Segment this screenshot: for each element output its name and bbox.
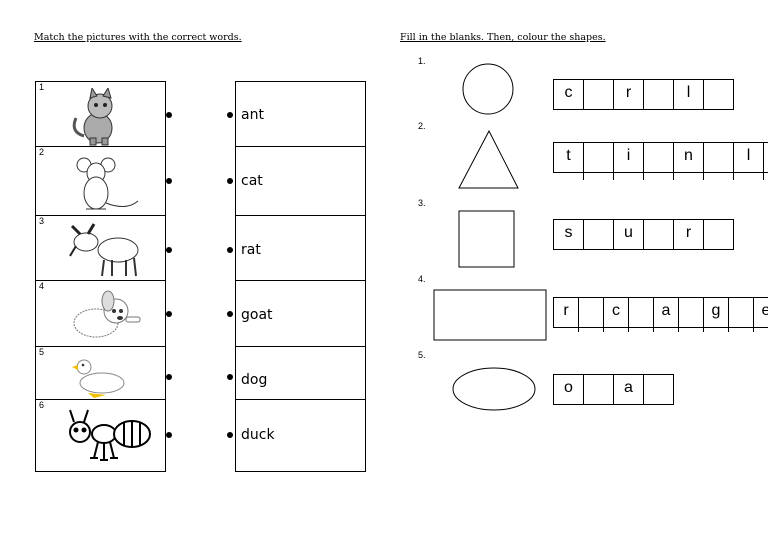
letter-cell: l [674, 80, 704, 109]
goat-icon [69, 223, 139, 277]
question-number-2: 2. [418, 121, 426, 131]
question-number-1: 1. [418, 56, 426, 66]
letter-cell: e [754, 298, 768, 332]
letter-cell: u [614, 220, 644, 249]
letter-cell [679, 298, 704, 332]
letter-cell: i [614, 143, 644, 180]
match-dot-left-4 [166, 311, 172, 317]
circle-shape [462, 63, 514, 115]
letter-cell: s [554, 220, 584, 249]
letter-cell [644, 375, 674, 404]
letter-cell: t [554, 143, 584, 180]
letter-cell [584, 143, 614, 180]
question-number-4: 4. [418, 274, 426, 284]
picture-box-6: 6 [35, 399, 166, 472]
letter-cell [704, 143, 734, 180]
letter-cell [579, 298, 604, 332]
letter-cell [644, 143, 674, 180]
letter-cell [644, 80, 674, 109]
picture-number: 2 [39, 147, 45, 157]
question-number-3: 3. [418, 198, 426, 208]
cat-icon [72, 88, 113, 146]
square-shape [458, 210, 515, 268]
question-number-5: 5. [418, 350, 426, 360]
letter-grid-3: s u r [553, 219, 734, 250]
letter-cell: r [674, 220, 704, 249]
picture-box-3: 3 [35, 215, 166, 281]
picture-number: 4 [39, 281, 45, 291]
letter-cell: r [614, 80, 644, 109]
letter-cell [729, 298, 754, 332]
letter-grid-1: c r l [553, 79, 734, 110]
word-box-1: ant [235, 81, 366, 147]
letter-cell [764, 143, 768, 180]
word-box-5: dog [235, 346, 366, 400]
letter-cell: l [734, 143, 764, 180]
oval-shape [452, 367, 536, 411]
match-dot-left-3 [166, 247, 172, 253]
match-dot-right-1 [227, 112, 233, 118]
picture-box-4: 4 [35, 280, 166, 347]
letter-cell: o [554, 375, 584, 404]
rat-icon [76, 157, 139, 210]
word-label: goat [241, 307, 273, 323]
match-dot-left-5 [166, 374, 172, 380]
word-label: dog [241, 372, 268, 388]
letter-cell [584, 375, 614, 404]
match-dot-right-5 [227, 374, 233, 380]
word-label: rat [241, 242, 261, 258]
letter-cell: g [704, 298, 729, 332]
match-dot-right-3 [227, 247, 233, 253]
letter-cell: c [604, 298, 629, 332]
word-label: duck [241, 427, 275, 443]
match-dot-right-2 [227, 178, 233, 184]
match-dot-right-6 [227, 432, 233, 438]
ant-icon [69, 409, 151, 461]
picture-box-1: 1 [35, 81, 166, 147]
picture-number: 1 [39, 82, 45, 92]
letter-cell [704, 220, 734, 249]
picture-box-2: 2 [35, 146, 166, 216]
match-dot-right-4 [227, 311, 233, 317]
letter-cell [584, 220, 614, 249]
match-dot-left-6 [166, 432, 172, 438]
letter-cell [584, 80, 614, 109]
duck-icon [72, 359, 125, 398]
letter-cell [644, 220, 674, 249]
letter-cell: a [614, 375, 644, 404]
letter-cell: c [554, 80, 584, 109]
word-label: cat [241, 173, 263, 189]
letter-grid-2: t i n l [553, 142, 768, 180]
left-instruction: Match the pictures with the correct word… [34, 32, 242, 43]
rectangle-shape [433, 289, 547, 341]
match-dot-left-1 [166, 112, 172, 118]
word-box-2: cat [235, 146, 366, 216]
right-instruction: Fill in the blanks. Then, colour the sha… [400, 32, 606, 43]
letter-cell [704, 80, 734, 109]
letter-cell [629, 298, 654, 332]
word-box-6: duck [235, 399, 366, 472]
letter-cell: r [554, 298, 579, 332]
match-dot-left-2 [166, 178, 172, 184]
picture-number: 5 [39, 347, 45, 357]
letter-cell: n [674, 143, 704, 180]
triangle-shape [458, 130, 519, 189]
dog-icon [73, 290, 141, 338]
picture-number: 6 [39, 400, 45, 410]
letter-grid-5: o a [553, 374, 674, 405]
word-box-4: goat [235, 280, 366, 347]
letter-grid-4: r c a g e [553, 297, 768, 332]
word-box-3: rat [235, 215, 366, 281]
word-label: ant [241, 107, 264, 123]
picture-box-5: 5 [35, 346, 166, 400]
letter-cell: a [654, 298, 679, 332]
picture-number: 3 [39, 216, 45, 226]
